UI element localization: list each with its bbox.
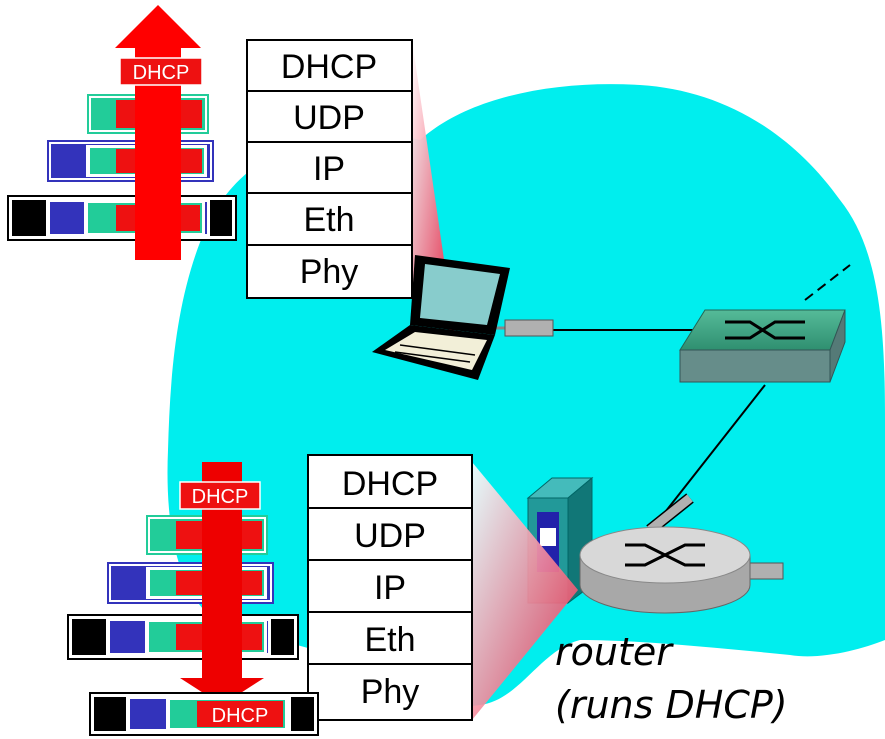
bottom-dhcp-tag-box [179,481,261,510]
switch-uplink-dashed [804,264,851,301]
bottom-phy-dhcp-tag: DHCP [212,705,269,727]
bottom-down-arrow-head [180,678,264,705]
switch-icon [679,309,846,383]
top-stack-layer-dhcp: DHCP [281,48,377,86]
bottom-protocol-stack: DHCP UDP IP Eth Phy [307,454,473,721]
bottom-stack-layer-eth: Eth [364,621,415,659]
top-dhcp-tag-box [119,57,203,86]
top-stack-layer-phy: Phy [300,253,359,291]
switch-router-link [654,384,766,526]
top-dhcp-tag: DHCP [133,62,190,84]
bottom-dhcp-tag: DHCP [192,486,249,508]
top-protocol-stack: DHCP UDP IP Eth Phy [246,39,413,299]
bottom-packet-pyramid: DHCP DHCP [67,462,319,736]
bottom-stack-layer-udp: UDP [354,517,426,555]
bottom-stack-layer-phy: Phy [361,673,420,711]
router-label-detail: (runs DHCP) [555,683,788,727]
bottom-stack-layer-ip: IP [374,569,406,607]
bottom-stack-layer-dhcp: DHCP [342,465,438,503]
top-up-arrow-head [115,5,201,48]
top-packet-pyramid: DHCP [7,5,237,260]
router-label: router [555,630,674,674]
bottom-encapsulation-beam [472,462,578,720]
top-stack-layer-ip: IP [313,150,345,188]
laptop-icon [372,255,554,380]
top-stack-layer-udp: UDP [293,99,365,137]
top-stack-layer-eth: Eth [303,201,354,239]
